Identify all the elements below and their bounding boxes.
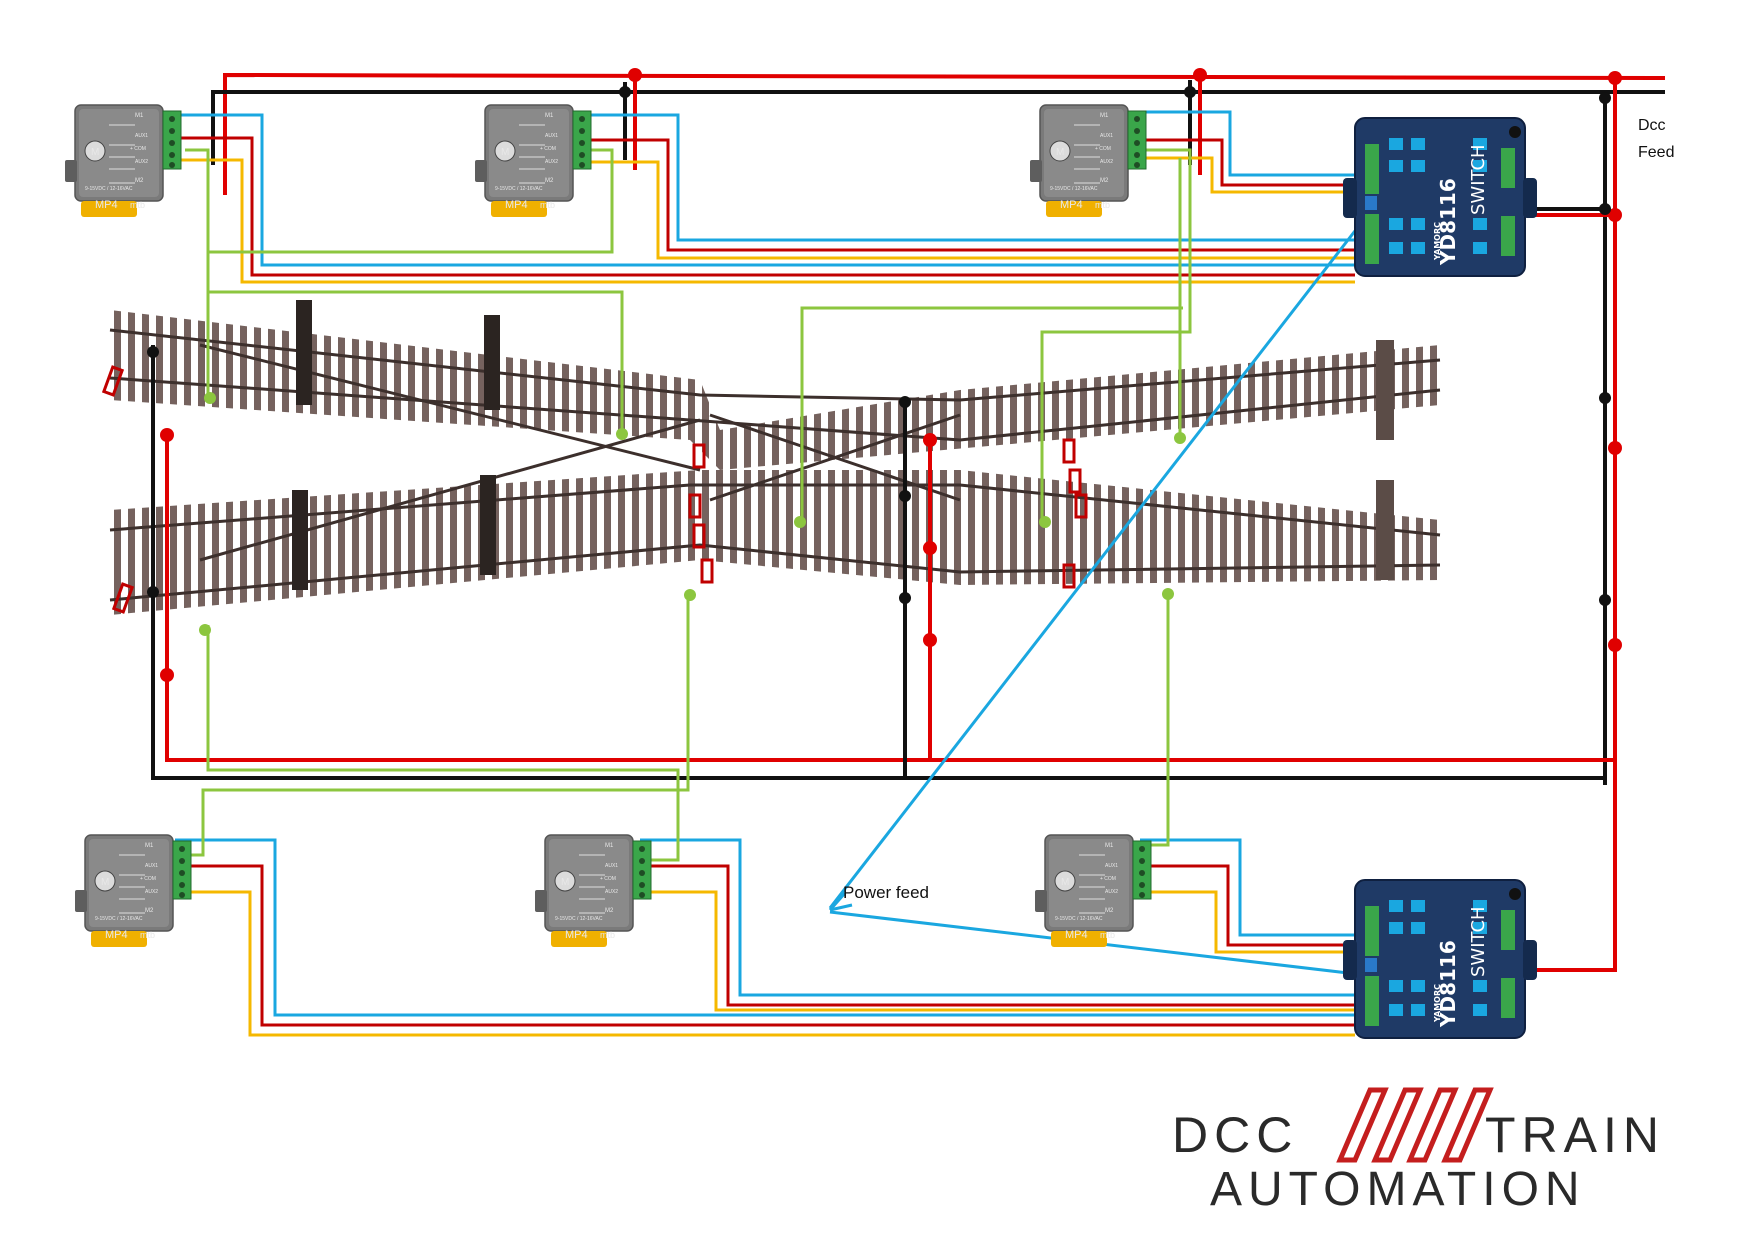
track-plan <box>101 300 1441 615</box>
motor-pin-com: + COM <box>600 876 616 882</box>
point-motor-top-2: MP4 mtb 9-15VDC / 12-16VAC M1 AUX1 + COM… <box>474 104 592 218</box>
motor-pin-aux1: AUX1 <box>1105 863 1118 869</box>
frog-wires <box>175 148 1192 862</box>
motor-pin-aux2: AUX2 <box>145 889 158 895</box>
motor-pin-aux1: AUX1 <box>135 133 148 139</box>
decoder-model-label: YD8116 <box>1436 940 1460 1028</box>
motor-model-label: MP4 <box>95 199 118 211</box>
motor-pin-aux1: AUX1 <box>1100 133 1113 139</box>
point-motor-top-3: MP4 mtb 9-15VDC / 12-16VAC M1 AUX1 + COM… <box>1029 104 1147 218</box>
motor-pin-m1: M1 <box>145 843 154 849</box>
motor-brand-label: mtb <box>130 200 145 210</box>
motor-pin-com: + COM <box>540 146 556 152</box>
motor-pin-m2: M2 <box>545 178 554 184</box>
motor-pin-aux2: AUX2 <box>545 159 558 165</box>
motor-pin-aux2: AUX2 <box>1105 889 1118 895</box>
junction-markers <box>147 68 1622 682</box>
motor-model-label: MP4 <box>105 929 128 941</box>
point-motor-bottom-3: MP4 mtb 9-15VDC / 12-16VAC M1 AUX1 + COM… <box>1034 834 1152 948</box>
logo-text-train: TRAIN <box>1485 1107 1665 1163</box>
motor-pin-m2: M2 <box>1105 908 1114 914</box>
motor-pin-aux2: AUX2 <box>135 159 148 165</box>
dcc-feed-label-line2: Feed <box>1638 144 1674 161</box>
decoder-type-label: SWITCH <box>1468 906 1489 977</box>
decoder-model-label: YD8116 <box>1436 178 1460 266</box>
bottom-signal-wires <box>175 838 1355 1037</box>
motor-pin-aux2: AUX2 <box>605 889 618 895</box>
motor-brand-label: mtb <box>140 930 155 940</box>
motor-brand-label: mtb <box>600 930 615 940</box>
motor-voltage-label: 9-15VDC / 12-16VAC <box>85 186 133 192</box>
motor-voltage-label: 9-15VDC / 12-16VAC <box>95 916 143 922</box>
point-motor-bottom-1: MP4 mtb 9-15VDC / 12-16VAC M1 AUX1 + COM… <box>74 834 192 948</box>
motor-pin-aux1: AUX1 <box>145 863 158 869</box>
motor-pin-m2: M2 <box>135 178 144 184</box>
motor-pin-m2: M2 <box>605 908 614 914</box>
motor-model-label: MP4 <box>505 199 528 211</box>
upper-track <box>110 310 1440 470</box>
motor-pin-com: + COM <box>130 146 146 152</box>
logo-text-automation: AUTOMATION <box>1210 1163 1586 1216</box>
motor-brand-label: mtb <box>540 200 555 210</box>
decoder-top: YD8116 SWITCH YAMORC <box>1342 117 1538 277</box>
motor-pin-aux1: AUX1 <box>545 133 558 139</box>
motor-brand-label: mtb <box>1095 200 1110 210</box>
motor-voltage-label: 9-15VDC / 12-16VAC <box>555 916 603 922</box>
top-signal-wires <box>175 110 1355 284</box>
dcc-train-automation-logo: DCC TRAIN AUTOMATION <box>1172 1087 1665 1216</box>
motor-pin-aux1: AUX1 <box>605 863 618 869</box>
logo-text-dcc: DCC <box>1172 1107 1298 1163</box>
point-motor-top-1: MP4 mtb 9-15VDC / 12-16VAC M1 AUX1 + COM… <box>64 104 182 218</box>
motor-model-label: MP4 <box>1060 199 1083 211</box>
decoder-type-label: SWITCH <box>1468 144 1489 215</box>
motor-pin-m1: M1 <box>605 843 614 849</box>
motor-pin-m1: M1 <box>1105 843 1114 849</box>
motor-pin-com: + COM <box>1095 146 1111 152</box>
motor-pin-com: + COM <box>1100 876 1116 882</box>
lower-track <box>110 470 1440 615</box>
decoder-bottom: YD8116 SWITCH YAMORC <box>1342 879 1538 1039</box>
dcc-feed-label-line1: Dcc <box>1638 117 1666 134</box>
motor-voltage-label: 9-15VDC / 12-16VAC <box>495 186 543 192</box>
motor-pin-com: + COM <box>140 876 156 882</box>
motor-model-label: MP4 <box>1065 929 1088 941</box>
motor-pin-m1: M1 <box>545 113 554 119</box>
motor-voltage-label: 9-15VDC / 12-16VAC <box>1050 186 1098 192</box>
decoder-brand-label: YAMORC <box>1433 984 1442 1023</box>
power-feed-label: Power feed <box>843 883 929 902</box>
motor-pin-m1: M1 <box>1100 113 1109 119</box>
motor-brand-label: mtb <box>1100 930 1115 940</box>
motor-pin-m2: M2 <box>1100 178 1109 184</box>
motor-model-label: MP4 <box>565 929 588 941</box>
motor-pin-m2: M2 <box>145 908 154 914</box>
motor-pin-aux2: AUX2 <box>1100 159 1113 165</box>
motor-voltage-label: 9-15VDC / 12-16VAC <box>1055 916 1103 922</box>
decoder-brand-label: YAMORC <box>1433 222 1442 261</box>
motor-pin-m1: M1 <box>135 113 144 119</box>
point-motor-bottom-2: MP4 mtb 9-15VDC / 12-16VAC M1 AUX1 + COM… <box>534 834 652 948</box>
